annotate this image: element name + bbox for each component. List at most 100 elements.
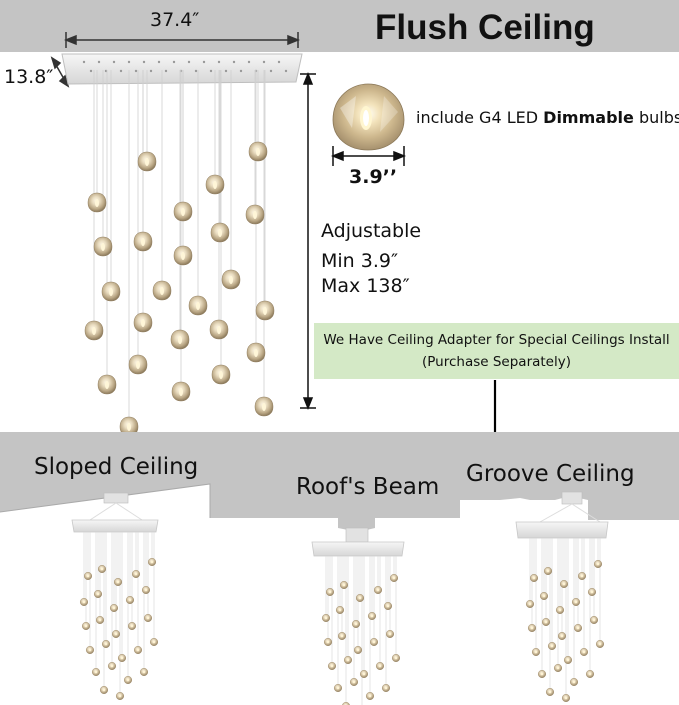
adjustable-min: Min 3.9″ bbox=[321, 250, 399, 272]
crystal-pendant bbox=[97, 374, 117, 395]
crystal-pendant bbox=[248, 141, 268, 162]
mini-crystal bbox=[141, 586, 150, 595]
mount-dot bbox=[119, 69, 123, 73]
mini-crystal bbox=[115, 692, 124, 701]
groove-ceiling-label: Groove Ceiling bbox=[466, 461, 635, 487]
crystal-pendant bbox=[211, 364, 231, 385]
bulb-note-bold: Dimmable bbox=[543, 108, 634, 127]
flush-ceiling-band bbox=[0, 0, 679, 52]
crystal-pendant bbox=[93, 236, 113, 257]
crystal-pendant bbox=[209, 319, 229, 340]
main-canopy bbox=[61, 53, 303, 85]
mini-crystal bbox=[360, 670, 369, 679]
width-label: 37.4″ bbox=[150, 9, 200, 31]
mini-crystal bbox=[338, 632, 347, 641]
mini-crystal bbox=[558, 632, 567, 641]
adjustable-heading: Adjustable bbox=[321, 220, 422, 242]
mount-dot bbox=[127, 60, 131, 64]
mini-crystal bbox=[143, 614, 152, 623]
mini-crystal bbox=[97, 565, 106, 574]
mini-crystal bbox=[83, 572, 92, 581]
crystal-pendant bbox=[205, 174, 225, 195]
mini-crystal bbox=[368, 612, 377, 621]
crystal-pendants bbox=[84, 141, 275, 437]
crystal-pendant bbox=[137, 151, 157, 172]
mini-crystal bbox=[386, 630, 395, 639]
mini-crystal bbox=[586, 670, 595, 679]
mini-crystal bbox=[91, 668, 100, 677]
mount-dot bbox=[239, 69, 243, 73]
beam-mount bbox=[311, 527, 405, 557]
mini-crystal bbox=[125, 596, 134, 605]
mini-crystal bbox=[392, 654, 401, 663]
mini-crystal bbox=[560, 580, 569, 589]
mount-dot bbox=[284, 69, 288, 73]
width-dimension-arrow bbox=[63, 32, 301, 48]
crystal-pendant bbox=[173, 201, 193, 222]
mini-crystal bbox=[133, 646, 142, 655]
mini-crystal bbox=[356, 594, 365, 603]
bulb-closeup bbox=[332, 83, 405, 151]
mini-crystal bbox=[149, 638, 158, 647]
bulb-note-suffix: bulbs bbox=[633, 108, 679, 127]
mini-crystal bbox=[139, 668, 148, 677]
mini-crystal bbox=[384, 602, 393, 611]
mount-dot bbox=[224, 69, 228, 73]
mini-crystal bbox=[382, 684, 391, 693]
sloped-ceiling-label: Sloped Ceiling bbox=[34, 454, 199, 480]
adjustable-max: Max 138″ bbox=[321, 275, 410, 297]
adapter-line-2: (Purchase Separately) bbox=[421, 354, 571, 370]
mini-crystal bbox=[79, 598, 88, 607]
mini-crystal bbox=[336, 606, 345, 615]
depth-dimension-arrow bbox=[50, 56, 70, 88]
mount-dot bbox=[269, 69, 273, 73]
mini-crystal bbox=[374, 586, 383, 595]
crystal-pendant bbox=[255, 300, 275, 321]
mount-dot bbox=[157, 60, 161, 64]
mini-crystal bbox=[354, 646, 363, 655]
mini-crystal bbox=[580, 648, 589, 657]
bulb-width-arrow bbox=[330, 146, 407, 166]
mini-crystal bbox=[95, 616, 104, 625]
bulb-note: include G4 LED Dimmable bulbs bbox=[416, 108, 679, 127]
crystal-pendant bbox=[133, 312, 153, 333]
mini-crystal bbox=[530, 574, 539, 583]
mini-crystal bbox=[352, 620, 361, 629]
mini-crystal bbox=[131, 570, 140, 579]
mini-crystal bbox=[127, 622, 136, 631]
crystal-pendant bbox=[101, 281, 121, 302]
crystal-pendant bbox=[245, 204, 265, 225]
mini-crystal bbox=[578, 572, 587, 581]
mini-crystal bbox=[111, 630, 120, 639]
mount-dot bbox=[149, 69, 153, 73]
mini-crystal bbox=[322, 614, 331, 623]
adapter-line-1: We Have Ceiling Adapter for Special Ceil… bbox=[323, 332, 670, 348]
mount-dot bbox=[97, 60, 101, 64]
adapter-note-box: We Have Ceiling Adapter for Special Ceil… bbox=[314, 323, 679, 379]
mini-crystal bbox=[570, 678, 579, 687]
crystal-pendant bbox=[188, 295, 208, 316]
pendant-wires bbox=[93, 70, 266, 419]
crystal-pendant bbox=[128, 354, 148, 375]
mini-pendant-wires bbox=[83, 532, 601, 705]
mini-crystal bbox=[344, 656, 353, 665]
adjustable-height-arrow bbox=[300, 71, 316, 411]
mount-dot bbox=[89, 69, 93, 73]
crystal-pendant bbox=[173, 245, 193, 266]
crystal-pendant bbox=[221, 269, 241, 290]
mount-dot bbox=[232, 60, 236, 64]
mini-crystal bbox=[390, 574, 399, 583]
mount-dot bbox=[217, 60, 221, 64]
mini-crystal bbox=[546, 688, 555, 697]
mini-crystal bbox=[328, 662, 337, 671]
mount-dot bbox=[262, 60, 266, 64]
special-ceilings-band bbox=[0, 432, 679, 532]
mount-dot bbox=[247, 60, 251, 64]
bulb-diameter-label: 3.9’’ bbox=[349, 166, 398, 188]
mini-crystal bbox=[117, 654, 126, 663]
mount-dot bbox=[134, 69, 138, 73]
mini-crystal bbox=[366, 692, 375, 701]
mini-crystal bbox=[340, 581, 349, 590]
mini-crystal bbox=[544, 567, 553, 576]
